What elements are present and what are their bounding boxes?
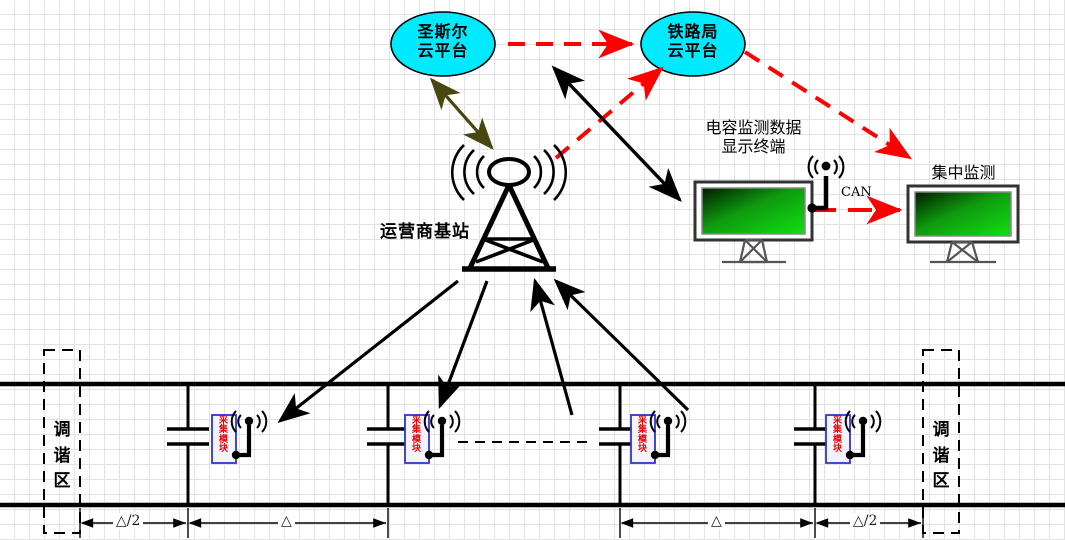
- m4c1: 集: [832, 425, 842, 436]
- monitor-icon-display-terminal[interactable]: [693, 180, 814, 264]
- tz-left-char-2: 区: [53, 471, 71, 491]
- acq-module-1-label: 采 集 模 块: [218, 416, 229, 455]
- m4c3: 块: [832, 444, 842, 455]
- tz-right-char-2: 区: [932, 471, 950, 491]
- m2c0: 采: [411, 416, 421, 426]
- capacitor-branch-1: [167, 384, 209, 505]
- m1c2: 模: [218, 434, 228, 445]
- m1c1: 集: [218, 425, 228, 436]
- tz-left-char-1: 谐: [53, 445, 71, 466]
- m3c1: 集: [637, 425, 647, 436]
- base-station-label: 运营商基站: [380, 222, 470, 242]
- cloud-shengsier-label: 圣斯尔 云平台: [400, 24, 486, 62]
- display-terminal-line2: 显示终端: [721, 136, 786, 156]
- wireless-antenna-icon-module-4: [844, 410, 882, 460]
- wireless-antenna-icon-module-3: [649, 410, 687, 460]
- acq-module-3-label: 采 集 模 块: [637, 416, 648, 455]
- link-basestation-to-cloud1: [429, 77, 494, 150]
- m2c2: 模: [411, 434, 421, 445]
- capacitor-branch-2: [367, 384, 409, 505]
- m4c2: 模: [832, 434, 842, 445]
- m1c3: 块: [218, 444, 228, 455]
- m2c3: 块: [411, 444, 421, 455]
- tz-right-char-1: 谐: [932, 445, 950, 466]
- acq-module-2-label: 采 集 模 块: [411, 416, 422, 455]
- rail-lines: [0, 381, 1065, 508]
- dimension-label-1: △/2: [113, 513, 144, 529]
- link-basestation-to-display-terminal: [551, 65, 682, 202]
- m1c0: 采: [218, 416, 228, 426]
- tz-left-char-0: 调: [53, 420, 71, 440]
- central-monitor-line1: 集中监测: [931, 163, 996, 182]
- cloud-shengsier-line2: 云平台: [417, 42, 469, 60]
- m3c3: 块: [637, 444, 647, 455]
- display-terminal-line1: 电容监测数据: [705, 118, 802, 137]
- dimension-label-2: △: [278, 513, 295, 529]
- antenna-tower-icon: [450, 144, 568, 272]
- terminal-capacitance-display-label: 电容监测数据 显示终端: [686, 118, 821, 157]
- tuning-zone-left-box: [43, 349, 81, 534]
- dimension-label-3: △: [708, 513, 725, 529]
- cloud-shengsier[interactable]: [390, 11, 496, 77]
- dimension-lines: [79, 508, 924, 538]
- cloud-railway-bureau-line1: 铁路局: [667, 24, 719, 41]
- wireless-antenna-icon-display-terminal: [807, 155, 845, 213]
- tuning-zone-right-label: 调 谐 区: [926, 418, 956, 495]
- cloud-shengsier-line1: 圣斯尔: [417, 24, 469, 41]
- m3c2: 模: [637, 434, 647, 445]
- link-basestation-to-cloud2: [554, 66, 664, 160]
- m3c0: 采: [637, 416, 647, 426]
- cloud-railway-bureau-line2: 云平台: [667, 42, 719, 60]
- wireless-antenna-icon-module-1: [230, 410, 268, 460]
- uplink-arrows: [277, 277, 690, 423]
- wireless-antenna-icon-module-2: [423, 410, 461, 460]
- dimension-label-4: △/2: [850, 513, 881, 529]
- link-cloud2-to-central-monitor: [743, 50, 913, 160]
- terminal-central-monitor-label: 集中监测: [901, 163, 1026, 183]
- tuning-zone-left-label: 调 谐 区: [47, 418, 77, 495]
- m2c1: 集: [411, 425, 421, 436]
- can-bus-label: CAN: [841, 185, 872, 200]
- monitor-icon-central-monitor[interactable]: [906, 184, 1020, 264]
- cloud-railway-bureau-label: 铁路局 云平台: [650, 24, 736, 62]
- cloud-railway-bureau[interactable]: [640, 11, 746, 77]
- m4c0: 采: [832, 416, 842, 426]
- tz-right-char-0: 调: [932, 420, 950, 440]
- acq-module-4-label: 采 集 模 块: [832, 416, 843, 455]
- tuning-zone-right-box: [922, 349, 960, 534]
